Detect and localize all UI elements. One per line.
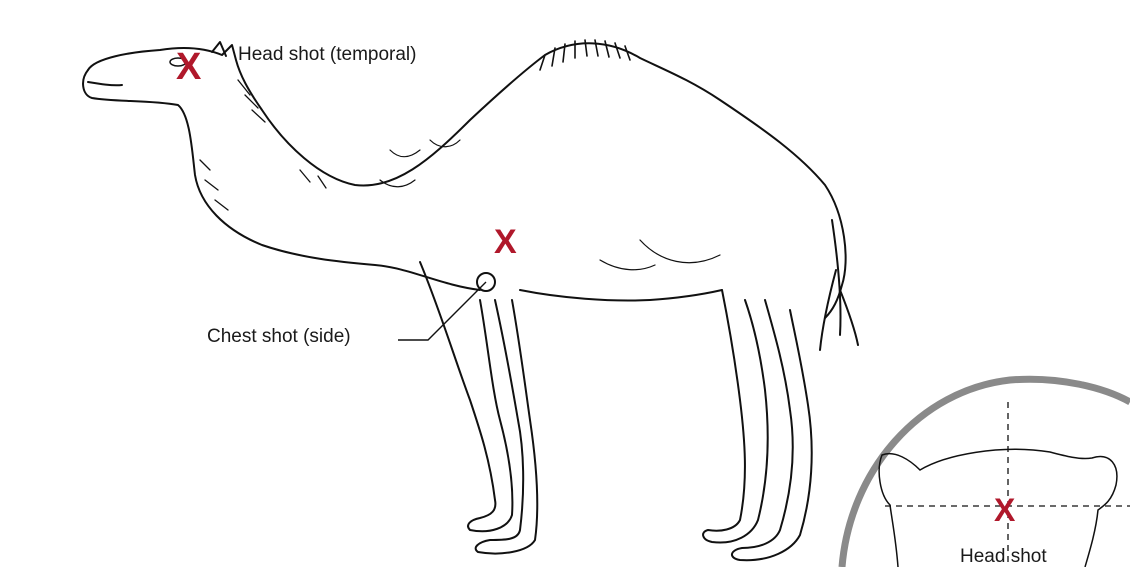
chest-leader-line: [398, 282, 486, 340]
chest-side-label: Chest shot (side): [207, 327, 351, 346]
chest-side-marker: X: [494, 223, 517, 261]
camel-body-texture: [380, 140, 720, 270]
camel-mouth: [88, 82, 122, 85]
camel-outline: [88, 43, 846, 318]
camel-belly: [520, 290, 722, 301]
head-front-label: Head shot: [960, 547, 1047, 566]
camel-tail: [820, 220, 858, 350]
camel-hump-hair: [540, 40, 630, 70]
camel-illustration: [83, 40, 858, 560]
inset-ring: [842, 379, 1130, 567]
frontal-head-inset: [842, 379, 1130, 567]
camel-neck-fur: [200, 80, 326, 210]
camel-neck-underside: [83, 70, 480, 290]
camel-rear-leg-left: [703, 290, 768, 543]
head-temporal-label: Head shot (temporal): [238, 45, 416, 64]
head-front-marker: X: [994, 492, 1016, 528]
head-temporal-marker: X: [176, 46, 202, 88]
